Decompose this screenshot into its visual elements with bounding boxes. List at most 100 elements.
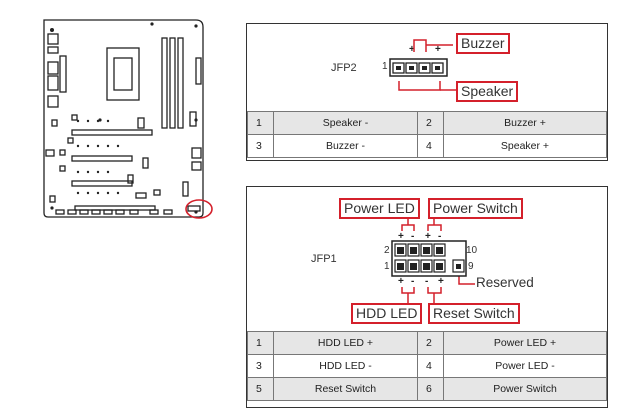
callout-reset-switch: Reset Switch bbox=[428, 303, 520, 324]
bottom-header-4 bbox=[91, 209, 101, 215]
jfp2-pin-table: 1 Speaker - 2 Buzzer + 3 Buzzer - 4 Spea… bbox=[247, 111, 607, 158]
pol-bottom-3: - bbox=[425, 276, 429, 287]
dot bbox=[116, 144, 120, 148]
dot bbox=[96, 119, 100, 123]
jfp2-connector-drawing bbox=[389, 39, 456, 91]
jfp1-pin-3-core bbox=[410, 263, 417, 270]
screw-hole bbox=[50, 206, 54, 210]
jfp1-pin-8-core bbox=[436, 247, 443, 254]
pin-number: 4 bbox=[417, 354, 444, 378]
bottom-header-5 bbox=[103, 209, 113, 215]
hdd-led-leader bbox=[401, 287, 415, 294]
buzzer-leader bbox=[413, 39, 427, 52]
jfp1-pin-4-core bbox=[410, 247, 417, 254]
pin-signal: HDD LED + bbox=[273, 331, 418, 355]
bottom-header-3 bbox=[79, 209, 89, 215]
jfp1-pin-7-core bbox=[436, 263, 443, 270]
bottom-header-7 bbox=[129, 209, 139, 215]
jfp2-pin-3 bbox=[418, 62, 431, 74]
bottom-header-8 bbox=[149, 209, 159, 215]
dot bbox=[106, 170, 110, 174]
dot bbox=[76, 191, 80, 195]
jfp1-connector-drawing bbox=[391, 214, 475, 304]
screw-hole bbox=[50, 28, 54, 32]
header-right-3 bbox=[191, 161, 202, 171]
dot bbox=[86, 191, 90, 195]
chip-6 bbox=[142, 157, 149, 169]
callout-hdd-led: HDD LED bbox=[351, 303, 423, 324]
jfp2-plus-left: + bbox=[409, 44, 415, 55]
callout-buzzer: Buzzer bbox=[456, 33, 510, 54]
pin-number: 5 bbox=[247, 377, 274, 401]
table-row: 3 HDD LED - 4 Power LED - bbox=[247, 354, 607, 378]
jfp1-pin9-marker: 9 bbox=[468, 261, 474, 272]
jfp1-header bbox=[391, 240, 467, 277]
jfp1-pin-6 bbox=[420, 243, 433, 257]
reset-switch-leader bbox=[427, 287, 442, 294]
dot bbox=[86, 144, 90, 148]
jfp1-pin-2 bbox=[394, 243, 407, 257]
chip-10 bbox=[49, 195, 56, 203]
bottom-header-9 bbox=[163, 209, 173, 215]
pin-number: 2 bbox=[417, 111, 444, 135]
pcie-slot-2 bbox=[71, 155, 133, 162]
callout-power-led: Power LED bbox=[339, 198, 420, 219]
pol-bottom-2: - bbox=[411, 276, 415, 287]
screw-hole bbox=[194, 210, 198, 214]
screw-hole bbox=[150, 22, 154, 26]
chip-4 bbox=[59, 165, 66, 172]
jfp2-pin-2 bbox=[405, 62, 418, 74]
dot bbox=[96, 144, 100, 148]
callout-power-switch: Power Switch bbox=[428, 198, 523, 219]
dimm-slot-2 bbox=[169, 37, 176, 129]
chip-11 bbox=[51, 119, 58, 127]
m2-slot bbox=[74, 205, 156, 211]
dot bbox=[76, 144, 80, 148]
jfp2-pin-2-core bbox=[409, 66, 414, 70]
jfp1-pin-5 bbox=[420, 259, 433, 273]
header-right-4 bbox=[182, 181, 189, 197]
jfp1-pin-2-core bbox=[397, 247, 404, 254]
jfp2-label: JFP2 bbox=[331, 62, 357, 74]
pin-signal: Buzzer - bbox=[273, 134, 418, 158]
atx-power bbox=[195, 57, 202, 85]
chip-9 bbox=[153, 189, 161, 196]
jfp1-pin-8 bbox=[433, 243, 446, 257]
screw-hole bbox=[194, 24, 198, 28]
dimm-slot-3 bbox=[177, 37, 184, 129]
front-panel-header bbox=[187, 205, 201, 212]
chip-5 bbox=[59, 149, 66, 156]
pin-number: 1 bbox=[247, 331, 274, 355]
dot bbox=[96, 191, 100, 195]
pin-signal: Power LED + bbox=[443, 331, 607, 355]
dot bbox=[106, 144, 110, 148]
power-led-leader bbox=[401, 224, 415, 231]
chip-7 bbox=[127, 174, 134, 184]
dot bbox=[76, 170, 80, 174]
jfp1-pin-3 bbox=[407, 259, 420, 273]
jfp2-pin-4-core bbox=[435, 66, 440, 70]
cpu-socket-inner bbox=[113, 57, 133, 91]
pin-signal: Buzzer + bbox=[443, 111, 607, 135]
pin-number: 4 bbox=[417, 134, 444, 158]
dot bbox=[86, 119, 90, 123]
pin-signal: Power LED - bbox=[443, 354, 607, 378]
io-cover bbox=[59, 55, 67, 93]
jfp1-pin10-marker: 10 bbox=[466, 245, 478, 256]
jfp2-pin-1-core bbox=[396, 66, 401, 70]
pin-number: 1 bbox=[247, 111, 274, 135]
pin-number: 2 bbox=[417, 331, 444, 355]
table-row: 3 Buzzer - 4 Speaker + bbox=[247, 134, 607, 158]
pol-top-2: - bbox=[411, 231, 415, 242]
jfp1-pin-1 bbox=[394, 259, 407, 273]
dot bbox=[96, 170, 100, 174]
dot bbox=[86, 170, 90, 174]
jfp1-panel: JFP1 2 1 10 9 + - + - + - - + bbox=[246, 186, 608, 408]
highlight-circle bbox=[185, 199, 213, 219]
jfp1-label: JFP1 bbox=[311, 253, 337, 265]
pin-number: 6 bbox=[417, 377, 444, 401]
pol-top-4: - bbox=[438, 231, 442, 242]
pin-signal: Reset Switch bbox=[273, 377, 418, 401]
table-row: 1 Speaker - 2 Buzzer + bbox=[247, 111, 607, 135]
jfp1-pin-5-core bbox=[423, 263, 430, 270]
